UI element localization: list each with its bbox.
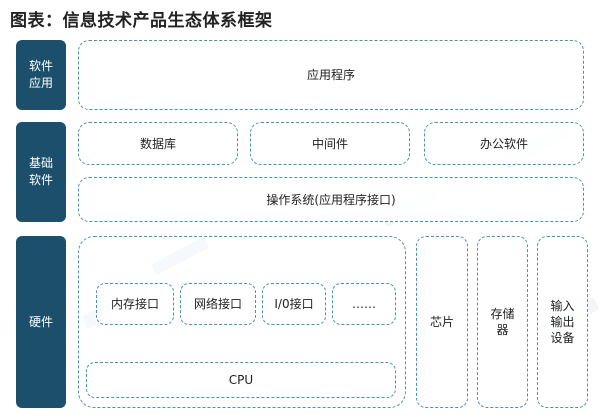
box-label: CPU — [228, 373, 254, 387]
middleware-box: 中间件 — [250, 122, 410, 165]
box-label: 内存接口 — [110, 297, 159, 311]
box-label: 数据库 — [139, 136, 176, 151]
io-interface-box: I/0接口 — [262, 283, 326, 325]
io-device-box: 输入 输出 设备 — [537, 236, 588, 408]
chip-box: 芯片 — [416, 236, 468, 408]
database-box: 数据库 — [78, 122, 238, 165]
box-label: 操作系统(应用程序接口) — [266, 192, 396, 207]
application-box: 应用程序 — [78, 40, 584, 110]
box-label: I/0接口 — [274, 297, 314, 311]
box-label: 网络接口 — [193, 297, 242, 311]
box-label: 输入 输出 设备 — [550, 299, 575, 345]
cpu-box: CPU — [86, 362, 396, 398]
box-label: …… — [352, 297, 376, 311]
category-hardware: 硬件 — [16, 236, 66, 408]
category-software-application: 软件 应用 — [16, 40, 66, 110]
storage-box: 存储 器 — [477, 236, 528, 408]
network-interface-box: 网络接口 — [180, 283, 256, 325]
box-label: 存储 器 — [490, 307, 515, 337]
category-label: 软件 应用 — [28, 59, 53, 90]
diagram-title: 图表：信息技术产品生态体系框架 — [10, 11, 273, 31]
box-label: 办公软件 — [479, 136, 528, 151]
category-base-software: 基础 软件 — [16, 122, 66, 222]
more-interfaces-box: …… — [332, 283, 396, 325]
box-label: 应用程序 — [306, 68, 355, 82]
box-label: 中间件 — [311, 136, 348, 151]
category-label: 硬件 — [28, 314, 53, 329]
box-label: 芯片 — [429, 315, 454, 329]
memory-interface-box: 内存接口 — [96, 283, 174, 325]
category-label: 基础 软件 — [28, 156, 53, 187]
operating-system-box: 操作系统(应用程序接口) — [78, 177, 584, 222]
office-software-box: 办公软件 — [424, 122, 584, 165]
